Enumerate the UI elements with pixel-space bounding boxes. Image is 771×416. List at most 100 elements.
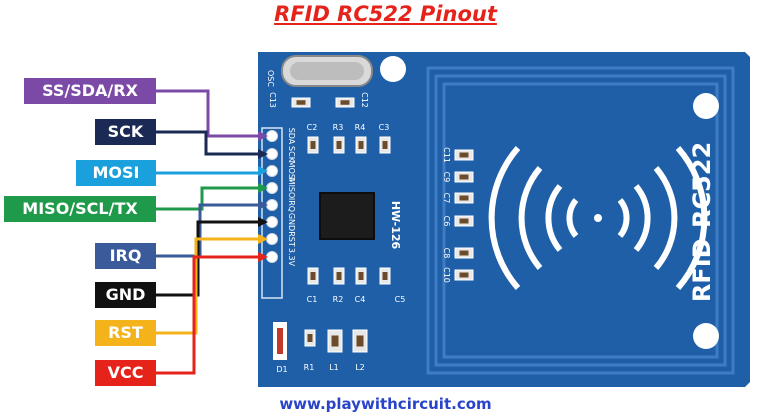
pin-silk-label: SCK (287, 146, 296, 163)
pin-hole-rst (266, 233, 278, 245)
component-body (340, 100, 350, 105)
pcb (258, 52, 750, 387)
wave-arc (488, 146, 521, 290)
wire-vcc (156, 255, 258, 375)
arrow-gnd (258, 217, 268, 227)
arrow-mosi (258, 166, 268, 176)
antenna-trace-outer (426, 66, 735, 375)
antenna-trace-inner (442, 82, 719, 359)
wire-ss-sda-rx (156, 89, 258, 138)
component-body (296, 100, 306, 105)
component-body (336, 272, 342, 280)
crystal-oscillator-top (290, 62, 364, 80)
component-body (459, 272, 469, 278)
pin-silk-label: RST (287, 231, 296, 247)
component-body (382, 272, 388, 280)
wave-arc (518, 166, 543, 270)
pin-silk-label: MOSI (287, 161, 296, 182)
component-body (356, 335, 364, 347)
wire-group (156, 89, 268, 375)
wave-arc (653, 166, 678, 270)
osc-label: OSC (266, 70, 275, 87)
wave-center-dot (594, 214, 602, 222)
pin-label-gnd: GND (95, 282, 156, 308)
pin-hole-ss-sda-rx (266, 130, 278, 142)
component-label-l1: L1 (329, 363, 339, 372)
mount-hole (693, 93, 719, 119)
component-label-c7: C7 (442, 193, 451, 204)
pin-label-sck: SCK (95, 119, 156, 145)
component-label-c6: C6 (442, 216, 451, 227)
component-body (307, 334, 313, 342)
pin-silk-label: SDA (287, 128, 296, 145)
component-label-c9: C9 (442, 172, 451, 183)
arrow-miso-scl-tx (258, 183, 268, 193)
component-label-c11: C11 (442, 147, 451, 163)
component-body (358, 272, 364, 280)
wire-irq (156, 203, 258, 258)
pin-silk-label: 3.3V (287, 248, 296, 267)
component-body (358, 141, 364, 149)
component-label-c12: C12 (360, 92, 369, 108)
arrow-irq (258, 200, 268, 210)
component-label-c13: C13 (268, 92, 277, 108)
pin-silk-label: GND (287, 213, 296, 231)
antenna-trace-mid (434, 74, 727, 367)
component-body (459, 174, 469, 180)
pin-hole-vcc (266, 251, 278, 263)
component-body (459, 195, 469, 201)
wire-miso-scl-tx (156, 186, 258, 211)
component-label-c5: C5 (395, 295, 406, 304)
pin-hole-sck (266, 148, 278, 160)
arrow-sck (258, 149, 268, 159)
pin-silk-label: MISO (287, 178, 296, 199)
pin-hole-gnd (266, 216, 278, 228)
wire-sck (156, 130, 258, 156)
pin-label-miso-scl-tx: MISO/SCL/TX (4, 196, 156, 222)
component-label-c8: C8 (442, 248, 451, 259)
wave-arc (545, 184, 563, 252)
component-label-r1: R1 (304, 363, 315, 372)
wave-arc (566, 198, 579, 238)
component-body (336, 141, 342, 149)
component-label-c3: C3 (379, 123, 390, 132)
mfrc522-chip (319, 192, 375, 240)
arrow-rst (258, 234, 268, 244)
pin-label-irq: IRQ (95, 243, 156, 269)
pin-label-vcc: VCC (95, 360, 156, 386)
pin-label-ss-sda-rx: SS/SDA/RX (24, 78, 156, 104)
pin-silk-label: IRQ (287, 198, 296, 212)
component-label-c1: C1 (307, 295, 318, 304)
footer-url: www.playwithcircuit.com (279, 395, 492, 413)
wave-arc (633, 184, 651, 252)
component-body (382, 141, 388, 149)
component-body (310, 272, 316, 280)
page-title: RFID RC522 Pinout (274, 2, 497, 26)
component-label-l2: L2 (355, 363, 365, 372)
component-label-d1: D1 (276, 365, 287, 374)
mount-hole (693, 323, 719, 349)
component-label-c4: C4 (355, 295, 366, 304)
diode-body (277, 328, 283, 354)
pin-hole-irq (266, 199, 278, 211)
component-body (459, 218, 469, 224)
arrow-vcc (258, 252, 268, 262)
component-body (459, 152, 469, 158)
pin-label-mosi: MOSI (76, 160, 156, 186)
pin-hole-miso-scl-tx (266, 182, 278, 194)
wave-arc (617, 198, 630, 238)
component-label-r2: R2 (333, 295, 344, 304)
chip-label: HW-126 (389, 201, 402, 250)
component-body (310, 141, 316, 149)
wire-rst (156, 237, 258, 335)
component-label-r3: R3 (333, 123, 344, 132)
wave-arc (675, 146, 708, 290)
pin-hole-mosi (266, 165, 278, 177)
component-label-r4: R4 (355, 123, 366, 132)
component-label-c2: C2 (307, 123, 318, 132)
pin-label-rst: RST (95, 320, 156, 346)
component-body (331, 335, 339, 347)
component-body (459, 250, 469, 256)
component-label-c10: C10 (442, 267, 451, 283)
